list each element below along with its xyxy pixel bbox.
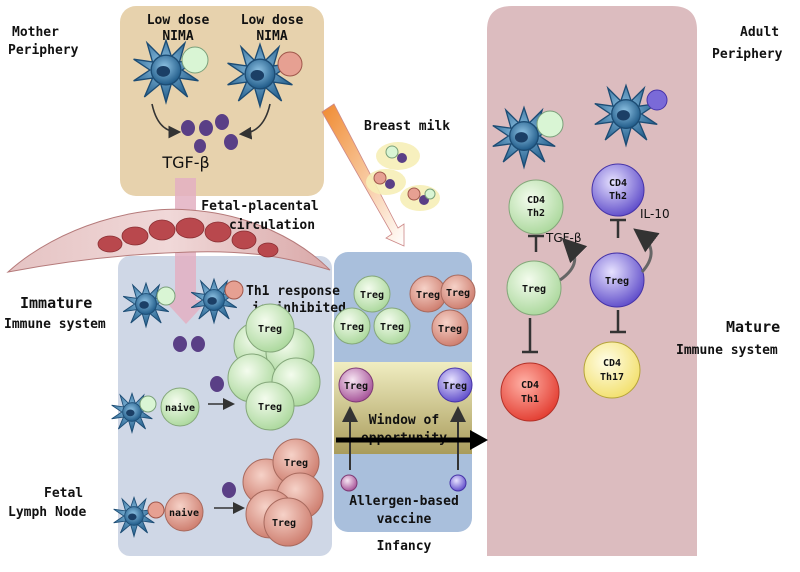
adult-periphery-line2: Periphery bbox=[712, 47, 783, 62]
mature-line1: Mature bbox=[726, 318, 780, 336]
fetal-placental-vessels-icon bbox=[97, 217, 279, 258]
treg-label: Treg bbox=[438, 324, 462, 335]
antigen-pink-icon bbox=[224, 280, 244, 300]
inhibition-marker bbox=[610, 310, 626, 334]
breast-milk-droplets-icon bbox=[366, 142, 440, 211]
cd4-label: CD4 bbox=[527, 195, 545, 206]
breast-milk-arrow bbox=[321, 103, 405, 247]
treg-label: Treg bbox=[258, 324, 282, 335]
placenta-shape bbox=[6, 208, 331, 273]
fetal-placental-line1: Fetal-placental bbox=[201, 199, 318, 214]
adult-periphery-line1: Adult bbox=[740, 25, 779, 40]
treg-label: Treg bbox=[360, 290, 384, 301]
fetal-placental-line2: circulation bbox=[229, 218, 315, 233]
treg-cluster-infancy-green bbox=[333, 275, 411, 345]
naive-cell-pink bbox=[164, 492, 204, 532]
infancy-label: Infancy bbox=[377, 539, 432, 554]
low-dose-nima-right-line2: NIMA bbox=[256, 29, 287, 44]
treg-label: Treg bbox=[443, 381, 467, 392]
treg-label: Treg bbox=[416, 290, 440, 301]
antigen-purple-icon bbox=[646, 89, 668, 111]
treg-label: Treg bbox=[380, 322, 404, 333]
allergen-dot-magenta bbox=[340, 474, 358, 492]
tgf-beta-adult-label: TGF-β bbox=[545, 231, 582, 245]
mother-periphery-line2: Periphery bbox=[8, 43, 79, 58]
tgf-beta-dots bbox=[173, 336, 205, 352]
treg-cluster-pink bbox=[242, 438, 324, 547]
timeline-arrowhead bbox=[470, 430, 488, 450]
cd4-label: CD4 bbox=[521, 380, 539, 391]
treg-label: Treg bbox=[258, 402, 282, 413]
treg-label: Treg bbox=[272, 518, 296, 529]
cd4-th1-cell bbox=[500, 362, 560, 422]
antigen-green-icon bbox=[181, 46, 209, 74]
inhibition-marker bbox=[528, 234, 544, 252]
cd4-th17-cell bbox=[583, 341, 641, 399]
allergen-vaccine-line1: Allergen-based bbox=[349, 494, 459, 509]
antigen-pink-icon bbox=[147, 501, 165, 519]
treg-label: Treg bbox=[340, 322, 364, 333]
th1-label: Th1 bbox=[521, 394, 539, 405]
treg-cell-purple bbox=[589, 252, 645, 308]
treg-cell-purple bbox=[437, 367, 473, 403]
mature-line2: Immune system bbox=[676, 343, 778, 358]
low-dose-nima-left-line2: NIMA bbox=[162, 29, 193, 44]
immature-line2: Immune system bbox=[4, 317, 106, 332]
low-dose-nima-left-line1: Low dose bbox=[147, 13, 210, 28]
cd4-th2-cell-green bbox=[508, 179, 564, 235]
treg-label: Treg bbox=[284, 458, 308, 469]
secretion-arrow bbox=[151, 103, 182, 139]
mother-periphery-panel bbox=[120, 6, 324, 196]
cd4-label: CD4 bbox=[603, 358, 621, 369]
th2-label: Th2 bbox=[527, 208, 545, 219]
th17-label: Th17 bbox=[600, 372, 624, 383]
antigen-green-icon bbox=[536, 110, 564, 138]
allergen-dot-purple bbox=[449, 474, 467, 492]
naive-label: naive bbox=[169, 507, 199, 519]
treg-label: Treg bbox=[446, 288, 470, 299]
window-line1: Window of bbox=[369, 413, 439, 428]
autocrine-arrow bbox=[559, 237, 588, 282]
treg-cluster-green bbox=[227, 303, 321, 431]
mother-periphery-line1: Mother bbox=[12, 25, 59, 40]
tgf-beta-dot bbox=[222, 482, 236, 498]
naive-label: naive bbox=[165, 402, 195, 414]
tgf-beta-dots bbox=[181, 114, 238, 153]
autocrine-arrow bbox=[633, 228, 660, 274]
naive-cell-green bbox=[160, 387, 200, 427]
fetal-lymph-node-line2: Lymph Node bbox=[8, 505, 86, 520]
breast-milk-label: Breast milk bbox=[364, 119, 450, 134]
immature-line1: Immature bbox=[20, 294, 92, 312]
antigen-green-icon bbox=[139, 395, 157, 413]
antigen-pink-icon bbox=[277, 51, 303, 77]
inhibition-marker bbox=[522, 318, 538, 354]
allergen-vaccine-line2: vaccine bbox=[377, 512, 432, 527]
treg-cluster-infancy-pink bbox=[409, 274, 476, 347]
fetal-lymph-node-line1: Fetal bbox=[44, 486, 83, 501]
treg-cell-green bbox=[506, 260, 562, 316]
treg-cell-magenta bbox=[338, 367, 374, 403]
secretion-arrow bbox=[238, 103, 271, 140]
treg-label: Treg bbox=[605, 276, 629, 287]
cd4-label: CD4 bbox=[609, 178, 627, 189]
inhibition-marker bbox=[610, 218, 626, 238]
tgf-beta-mother-label: TGF-β bbox=[161, 153, 209, 172]
antigen-green-icon bbox=[156, 286, 176, 306]
th1-inhibited-line1: Th1 response bbox=[246, 284, 340, 299]
il10-label: IL-10 bbox=[640, 207, 670, 221]
th2-label: Th2 bbox=[609, 191, 627, 202]
treg-label: Treg bbox=[522, 284, 546, 295]
tgf-beta-dot bbox=[210, 376, 224, 392]
treg-label: Treg bbox=[344, 381, 368, 392]
cd4-th2-cell-purple bbox=[591, 163, 645, 217]
low-dose-nima-right-line1: Low dose bbox=[241, 13, 304, 28]
